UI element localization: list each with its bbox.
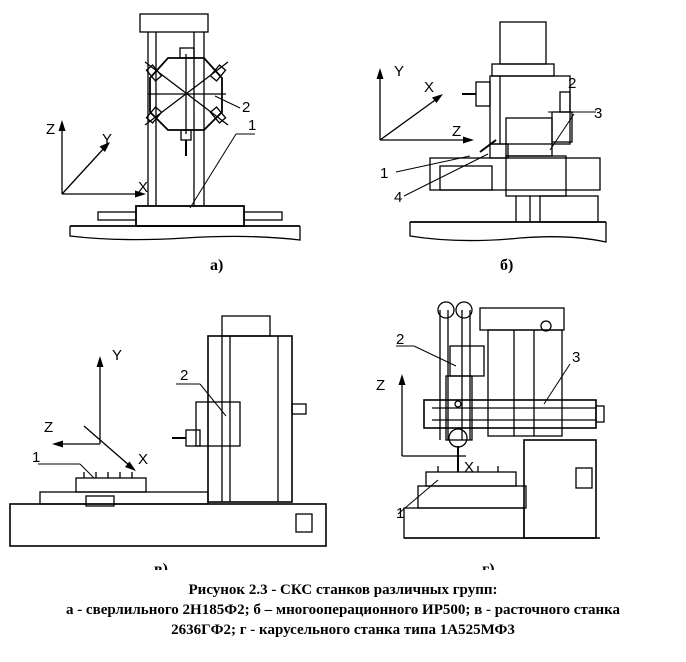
- panel-c-axis-y: Y: [112, 347, 122, 364]
- figure-caption-line-2: а - сверлильного 2Н185Ф2; б – многоопера…: [65, 602, 621, 618]
- panel-c-callout-2: 2: [180, 367, 188, 384]
- panel-d-axis-z: Z: [376, 377, 385, 394]
- panel-c-axis-x: X: [138, 451, 148, 468]
- panel-a-axis-x: X: [138, 179, 148, 196]
- panel-a-axis-y: Y: [102, 131, 112, 148]
- panel-b-callout-3: 3: [594, 105, 602, 122]
- figure-caption-title: Рисунок 2.3 - СКС станков различных груп…: [188, 582, 498, 598]
- panel-a-drawing: [58, 13, 301, 241]
- panel-b-callout-1: 1: [380, 165, 388, 182]
- panel-a-label: а): [210, 257, 223, 274]
- panel-c-axis-z: Z: [44, 419, 53, 436]
- panel-d-callout-2: 2: [396, 331, 404, 348]
- machine-drawings: Z Y X 1 2 а) Y X: [9, 13, 607, 570]
- panel-d-callout-1: 1: [396, 505, 404, 522]
- panel-d-label: г): [482, 561, 495, 570]
- panel-d-axis-x: X: [464, 459, 474, 476]
- panel-c-callout-1: 1: [32, 449, 40, 466]
- panel-b-label: б): [500, 257, 513, 274]
- panel-d-callout-3: 3: [572, 349, 580, 366]
- panel-b-axis-x: X: [424, 79, 434, 96]
- panel-b-callout-4: 4: [394, 189, 402, 206]
- figure-caption-line-3: 2636ГФ2; г - карусельного станка типа 1А…: [171, 622, 515, 638]
- panel-b-axis-y: Y: [394, 63, 404, 80]
- panel-a-callout-1: 1: [248, 117, 256, 134]
- panel-a-callout-2: 2: [242, 99, 250, 116]
- panel-c-drawing: [9, 315, 327, 547]
- panel-c-label: в): [154, 561, 168, 570]
- panel-d-drawing: [396, 301, 605, 539]
- panel-b-axis-z: Z: [452, 123, 461, 140]
- panel-b-callout-2: 2: [568, 75, 576, 92]
- panel-b-drawing: [376, 21, 607, 243]
- panel-a-axis-z: Z: [46, 121, 55, 138]
